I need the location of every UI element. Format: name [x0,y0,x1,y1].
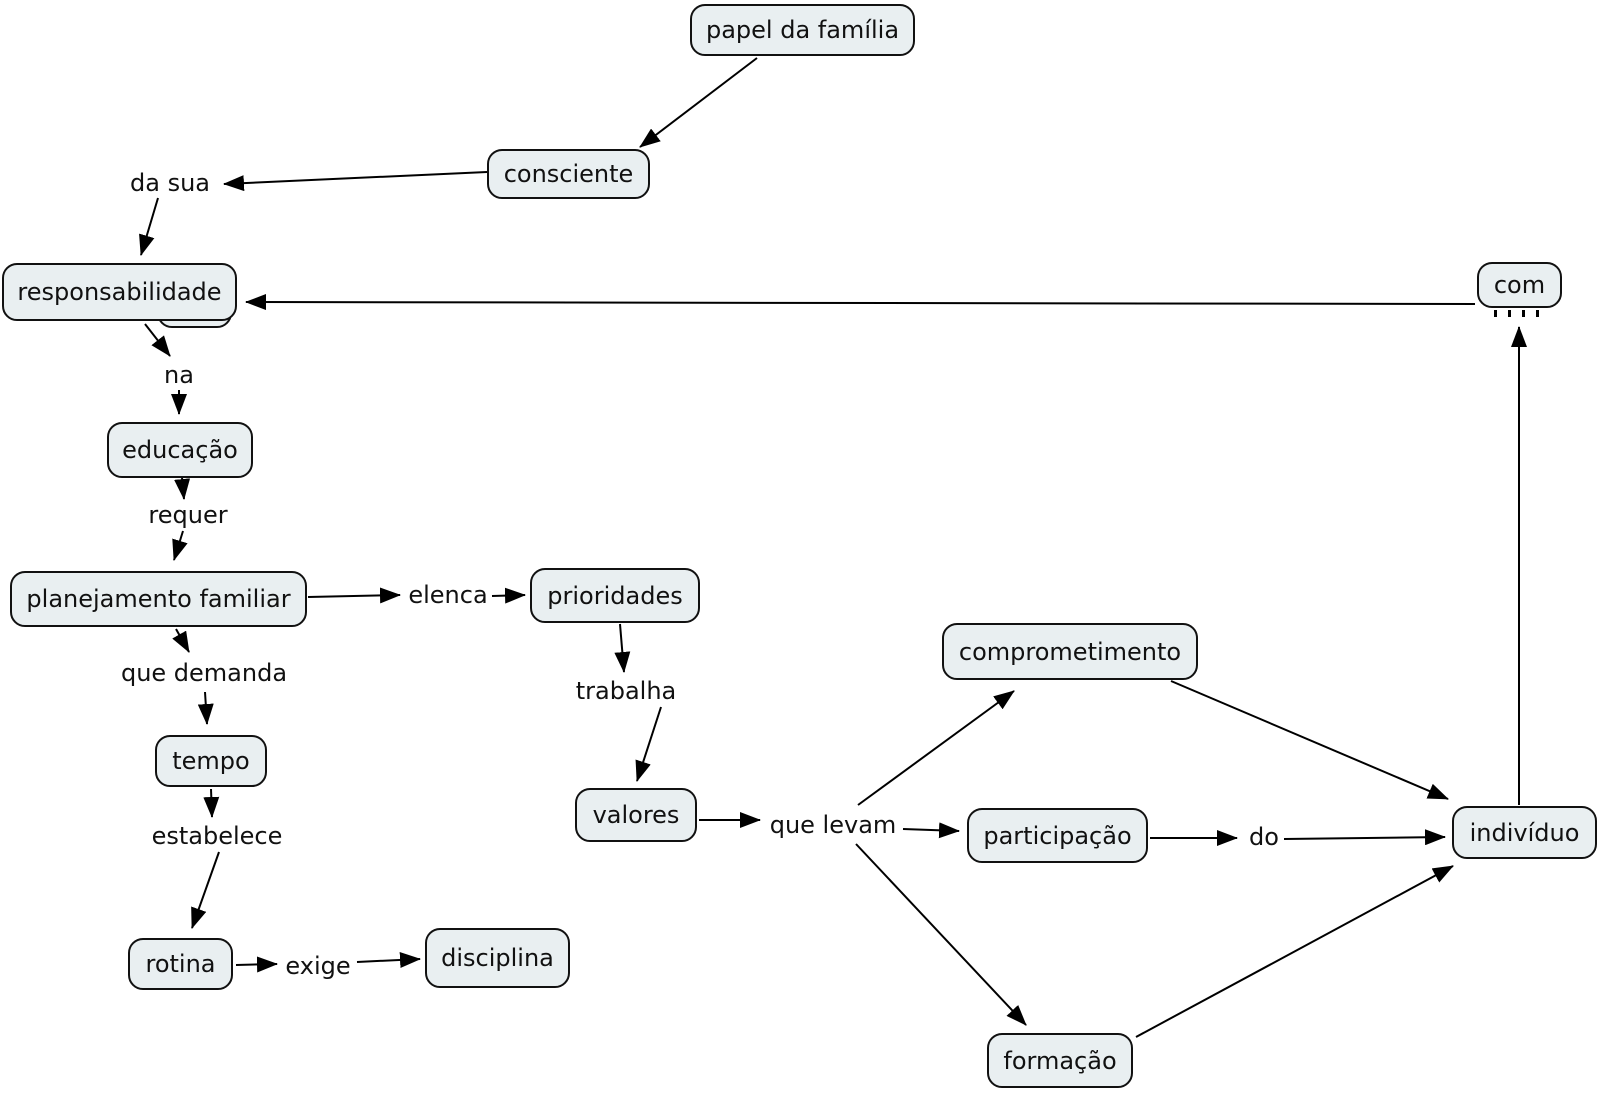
link-label-na[interactable]: na [164,361,194,389]
node-tempo[interactable]: tempo [155,735,267,787]
link-label-requer[interactable]: requer [148,501,228,529]
node-comprometimento[interactable]: comprometimento [942,623,1198,680]
node-rotina[interactable]: rotina [128,938,233,990]
link-label-do[interactable]: do [1249,823,1279,851]
link-label-elenca[interactable]: elenca [408,581,488,609]
edge-exige-disciplina [356,951,421,968]
node-papel-da-familia[interactable]: papel da família [690,4,915,56]
edge-tempo-estabelece [203,788,220,818]
node-prioridades[interactable]: prioridades [530,568,700,623]
node-individuo[interactable]: indivíduo [1452,806,1597,859]
link-label-exige[interactable]: exige [285,952,351,980]
edge-planejamento-quedemanda [172,628,190,653]
edge-requer-planejamento [172,530,188,561]
edge-consciente-dasua [223,171,488,192]
edge-comprometimento-individuo [1170,680,1449,800]
node-educacao[interactable]: educação [107,422,253,478]
node-responsabilidade[interactable]: responsabilidade [2,263,237,321]
dotted-connection [1494,310,1539,317]
edge-rotina-exige [235,956,278,973]
link-label-da-sua[interactable]: da sua [130,169,210,197]
edge-responsabilidade-na [144,323,171,357]
edge-quelevam-formacao [855,843,1027,1026]
edge-trabalha-valores [635,706,662,782]
edge-papel-consciente [639,57,758,148]
edge-planejamento-elenca [307,587,401,604]
edge-com-responsabilidade [245,294,1476,311]
edge-quelevam-participacao [902,822,960,839]
node-consciente[interactable]: consciente [487,149,650,199]
node-formacao[interactable]: formação [987,1033,1133,1088]
edge-do-individuo [1283,829,1446,846]
node-valores[interactable]: valores [575,788,697,842]
link-label-trabalha[interactable]: trabalha [575,677,677,705]
edge-educacao-requer [174,477,191,500]
edge-quedemanda-tempo [197,691,214,725]
node-participacao[interactable]: participação [967,808,1148,863]
node-com[interactable]: com [1477,262,1562,308]
edge-dasua-responsabilidade [139,197,159,256]
node-planejamento-familiar[interactable]: planejamento familiar [10,571,307,627]
node-disciplina[interactable]: disciplina [425,928,570,988]
link-label-estabelece[interactable]: estabelece [151,822,283,850]
link-label-que-levam[interactable]: que levam [769,811,897,839]
edge-elenca-prioridades [491,587,526,604]
link-label-que-demanda[interactable]: que demanda [120,659,288,687]
edge-formacao-individuo [1135,865,1454,1038]
edge-prioridades-trabalha [614,623,631,673]
edge-estabelece-rotina [191,851,220,929]
edge-quelevam-comprometimento [857,690,1015,806]
